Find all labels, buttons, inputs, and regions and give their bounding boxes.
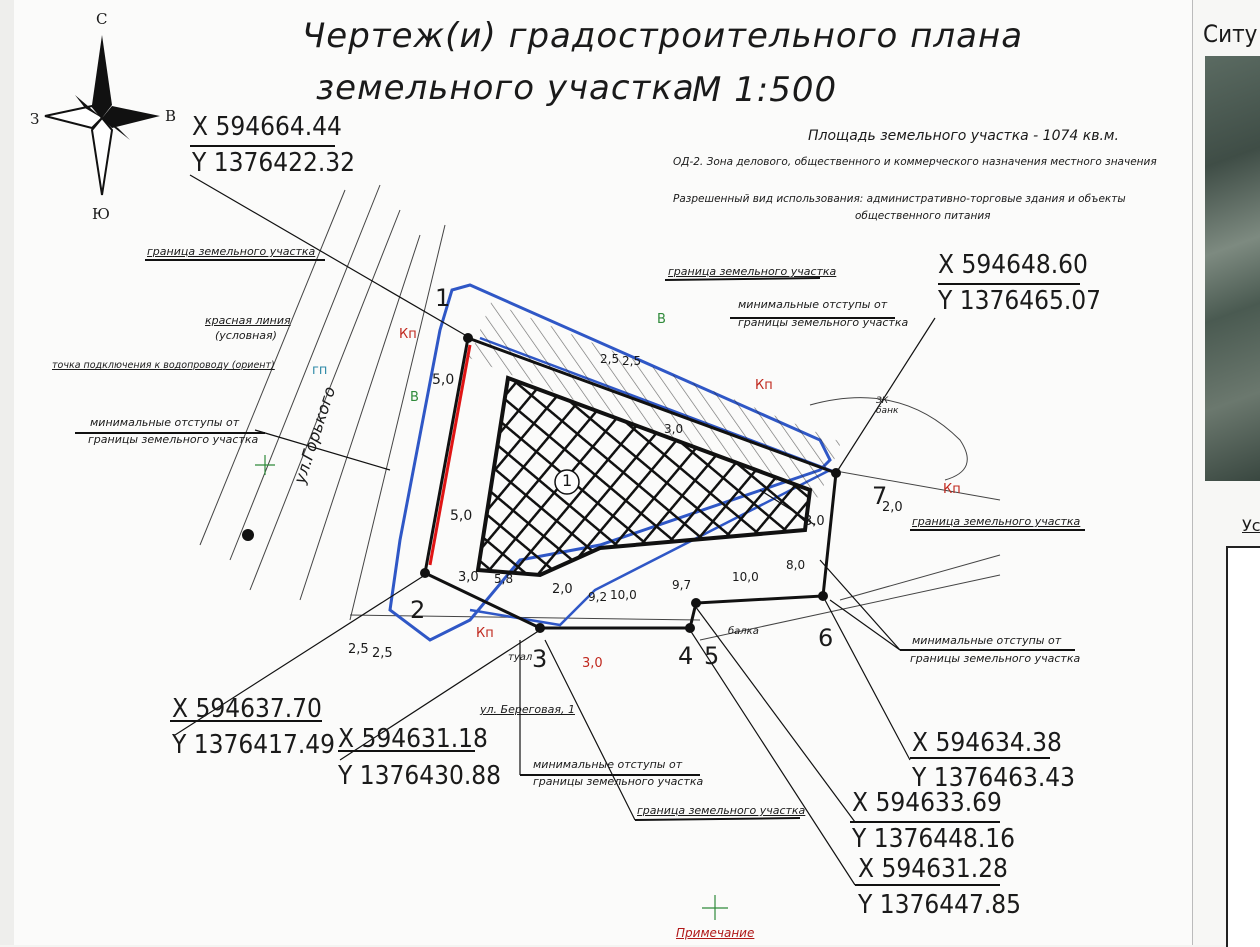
label-red-line-sub: (условная) [215, 329, 277, 342]
tag-kp-3: Кп [943, 482, 961, 497]
compass-star [44, 35, 160, 196]
dim-100a: 10,0 [610, 588, 637, 602]
zone-number: 1 [562, 471, 573, 490]
label-boundary-1: граница земельного участка [147, 245, 316, 258]
point-5: 5 [704, 642, 720, 670]
balka-label: балка [728, 626, 759, 637]
tag-kp-1: Кп [399, 327, 417, 342]
coord-p2-x: X 594637.70 [172, 694, 322, 724]
dim-25b: 2,5 [372, 646, 393, 661]
dim-5a: 5,0 [432, 372, 455, 388]
title-line-1: Чертеж(и) градостроительного плана [302, 16, 1024, 56]
dim-30d: 3,0 [664, 422, 684, 436]
compass-south: Ю [92, 205, 110, 223]
dim-100b: 10,0 [732, 570, 759, 584]
point-3: 3 [532, 645, 548, 673]
label-setback-d1: минимальные отступы от [533, 758, 683, 771]
leader-lines [174, 174, 936, 886]
coord-p1-x: X 594664.44 [192, 112, 342, 142]
coord-p1-y: Y 1376422.32 [192, 148, 356, 178]
compass-west: З [30, 110, 40, 128]
label-boundary-3: граница земельного участка [912, 515, 1081, 528]
coord-p3-x: X 594631.18 [338, 724, 488, 754]
title-line-2: земельного участка [316, 68, 695, 108]
coord-p4-x: X 594631.28 [858, 854, 1008, 884]
crosshair-marks [255, 455, 728, 920]
dim-30b: 3,0 [458, 570, 479, 585]
dim-97: 9,7 [672, 578, 692, 592]
zone-marker [554, 469, 580, 495]
coord-p2-y: Y 1376417.49 [172, 730, 336, 760]
dim-5b: 5,0 [450, 508, 473, 524]
dim-80: 8,0 [786, 558, 806, 572]
coord-p6-x: X 594634.38 [912, 728, 1062, 758]
title-scale: М 1:500 [692, 70, 838, 110]
tag-gp: гп [312, 363, 328, 378]
tual-label: туал [508, 652, 533, 663]
plot-boundary [423, 336, 838, 630]
dim-25a: 2,5 [348, 642, 369, 657]
setback-strip-hatch [468, 302, 842, 498]
coord-p5-x: X 594633.69 [852, 788, 1002, 818]
street-label-2: ул. Береговая, 1 [480, 703, 575, 716]
dim-20b: 2,0 [882, 500, 903, 515]
label-setback-b2: границы земельного участка [738, 316, 909, 329]
legend-title: Усл [1242, 516, 1260, 535]
label-setback-a2: границы земельного участка [88, 433, 259, 446]
tag-v-1: В [657, 312, 666, 327]
coord-p4-y: Y 1376447.85 [858, 890, 1022, 920]
use-info-1: Разрешенный вид использования: администр… [673, 193, 1126, 205]
dim-58: 5,8 [494, 572, 514, 586]
dim-25d: 2,5 [622, 354, 642, 368]
dim-20a: 2,0 [552, 582, 573, 597]
coord-p7-x: X 594648.60 [938, 250, 1088, 280]
label-setback-b1: минимальные отступы от [738, 298, 888, 311]
label-underlines [75, 145, 1085, 886]
label-red-line: красная линия [205, 314, 291, 327]
label-setback-d2: границы земельного участка [533, 775, 704, 788]
coord-p3-y: Y 1376430.88 [338, 761, 502, 791]
dim-30a: 3,0 [804, 514, 825, 529]
red-line [428, 344, 472, 566]
tag-kp-2: Кп [755, 378, 773, 393]
use-info-2: общественного питания [855, 210, 991, 222]
zone-info: ОД-2. Зона делового, общественного и ком… [673, 156, 1157, 168]
buildable-area [475, 375, 813, 578]
footer-note: Примечание [676, 926, 755, 940]
satellite-image [1205, 56, 1260, 481]
legend-table [1226, 546, 1260, 947]
bank-label: ЗК банк [876, 396, 899, 416]
coord-p6-y: Y 1376463.43 [912, 763, 1076, 793]
label-setback-c1: минимальные отступы от [912, 634, 1062, 647]
point-7: 7 [872, 482, 888, 510]
label-setback-a1: минимальные отступы от [90, 416, 240, 429]
label-boundary-4: граница земельного участка [637, 804, 806, 817]
coord-p7-y: Y 1376465.07 [938, 286, 1102, 316]
dim-25c: 2,5 [600, 352, 620, 366]
point-4: 4 [678, 642, 694, 670]
point-2: 2 [410, 596, 426, 624]
dim-92: 9,2 [588, 590, 608, 604]
label-water-point: точка подключения к водопроводу (ориент) [52, 360, 275, 371]
coord-p5-y: Y 1376448.16 [852, 824, 1016, 854]
tag-kp-4: Кп [476, 626, 494, 641]
street-lines [199, 184, 1001, 641]
point-1: 1 [435, 284, 451, 312]
dim-30c: 3,0 [582, 656, 603, 671]
label-setback-c2: границы земельного участка [910, 652, 1081, 665]
compass-north: С [96, 10, 108, 28]
compass-east: В [165, 107, 177, 125]
boundary-points [242, 333, 841, 633]
point-6: 6 [818, 624, 834, 652]
area-info: Площадь земельного участка - 1074 кв.м. [808, 128, 1119, 144]
situation-title: Ситу [1203, 20, 1258, 48]
label-boundary-2: граница земельного участка [668, 265, 837, 278]
tag-v-2: В [410, 390, 419, 405]
